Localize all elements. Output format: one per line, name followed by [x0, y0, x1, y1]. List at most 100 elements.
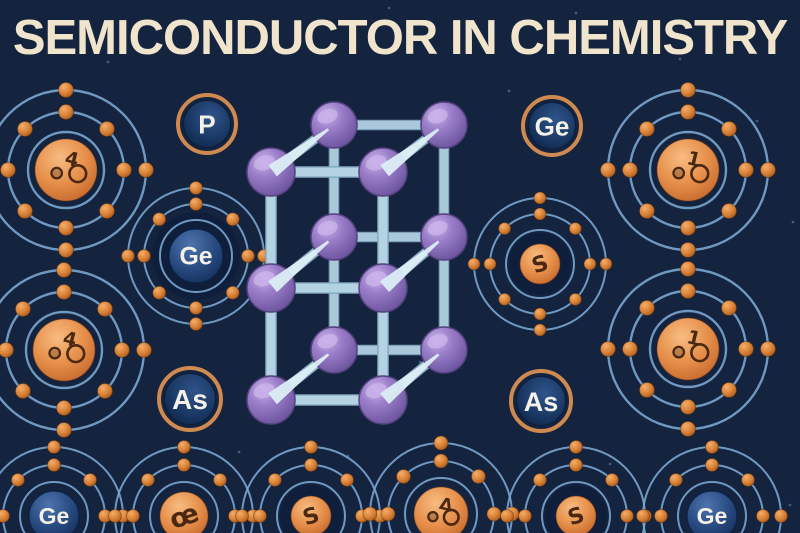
- electron-dot: [620, 509, 634, 523]
- background-stars: [106, 6, 795, 507]
- electron-dot: [500, 509, 514, 523]
- sphere-highlight: [427, 108, 448, 124]
- badge-ge: Ge: [521, 95, 583, 157]
- electron-dot: [58, 104, 74, 120]
- electron-orbit-ring: [159, 219, 233, 293]
- nucleus-element-label: Ge: [179, 244, 212, 271]
- electron-dot: [533, 323, 547, 337]
- atom-dopant-s-mid-right: S: [467, 191, 613, 337]
- electron-dot: [638, 120, 655, 137]
- electron-dot: [756, 509, 770, 523]
- electron-dot: [116, 162, 132, 178]
- electron-dot: [705, 458, 719, 472]
- electron-orbit-ring: [276, 481, 346, 533]
- electron-dot: [114, 342, 130, 358]
- lattice-atom-sphere: [310, 326, 358, 374]
- electron-dot: [47, 458, 61, 472]
- nucleus-doodle-small-circle: [50, 166, 64, 180]
- electron-dot: [58, 82, 74, 98]
- electron-dot: [605, 472, 620, 487]
- electron-dot: [253, 509, 267, 523]
- electron-dot: [568, 292, 582, 306]
- electron-dot: [267, 472, 282, 487]
- electron-orbit-ring: [541, 481, 611, 533]
- electron-dot: [760, 341, 776, 357]
- electron-dot: [56, 284, 72, 300]
- badge-as-right: As: [509, 369, 573, 433]
- lattice-bond-highlight: [380, 128, 440, 177]
- atom-dopant-oe-bottom-2: œ: [108, 440, 260, 533]
- lattice-bond-highlight: [268, 240, 330, 293]
- nucleus-orange: [32, 318, 96, 382]
- electron-orbit-ring: [149, 481, 219, 533]
- electron-dot: [569, 458, 583, 472]
- electron-dot: [10, 472, 25, 487]
- sphere-highlight: [427, 220, 448, 236]
- electron-dot: [600, 162, 616, 178]
- nucleus-navy: [168, 228, 224, 284]
- nucleus-doodle-squiggle: S: [529, 251, 552, 280]
- nucleus-element-label: Ge: [697, 503, 728, 529]
- electron-dot: [498, 222, 512, 236]
- electron-dot: [622, 341, 638, 357]
- electron-dot: [189, 197, 203, 211]
- electron-dot: [138, 162, 154, 178]
- electron-dot: [235, 509, 249, 523]
- nucleus-navy: [686, 490, 738, 533]
- electron-dot: [680, 399, 696, 415]
- electron-dot: [99, 120, 116, 137]
- nucleus-doodle-big-circle: [68, 164, 88, 184]
- badge-label: As: [172, 384, 208, 415]
- nucleus-doodle-small-circle: [48, 346, 62, 360]
- electron-dot: [568, 222, 582, 236]
- electron-orbit-ring: [404, 477, 478, 533]
- electron-dot: [680, 104, 696, 120]
- electron-dot: [721, 203, 738, 220]
- electron-dot: [340, 472, 355, 487]
- electron-dot: [721, 382, 738, 399]
- atom-ge-mid-left: Ge: [121, 181, 271, 331]
- electron-dot: [583, 257, 597, 271]
- electron-dot: [56, 400, 72, 416]
- electron-dot: [152, 285, 167, 300]
- nucleus-orange: [290, 495, 332, 533]
- nucleus-orange: [656, 138, 720, 202]
- electron-dot: [0, 509, 10, 523]
- electron-dot: [58, 220, 74, 236]
- electron-dot: [470, 469, 486, 485]
- lattice-bond-highlight: [268, 128, 330, 177]
- electron-dot: [97, 300, 114, 317]
- lattice-atom-sphere: [310, 101, 358, 149]
- atom-dopant-1-mid-right: 1: [600, 261, 776, 437]
- electron-dot: [152, 212, 167, 227]
- electron-orbit-ring: [677, 481, 747, 533]
- nucleus-orange: [656, 317, 720, 381]
- electron-dot: [467, 257, 481, 271]
- crystal-lattice: [246, 101, 468, 425]
- electron-dot: [638, 203, 655, 220]
- electron-dot: [774, 509, 788, 523]
- atom-ge-bottom-6: Ge: [636, 440, 788, 533]
- nucleus-doodle-squiggle: S: [565, 503, 588, 532]
- electron-dot: [396, 469, 412, 485]
- electron-dot: [108, 509, 122, 523]
- electron-dot: [83, 472, 98, 487]
- electron-dot: [304, 440, 318, 454]
- nucleus-orange: [519, 243, 561, 285]
- sphere-highlight: [317, 333, 338, 349]
- nucleus-doodle-small-circle: [672, 345, 686, 359]
- electron-orbit-ring: [505, 229, 575, 299]
- electron-dot: [760, 162, 776, 178]
- nucleus-orange: [34, 138, 98, 202]
- electron-dot: [225, 212, 240, 227]
- badge-as-left: As: [157, 366, 223, 432]
- electron-orbit-ring: [648, 309, 728, 389]
- electron-dot: [680, 220, 696, 236]
- electron-dot: [680, 261, 696, 277]
- electron-dot: [99, 203, 116, 220]
- electron-dot: [600, 341, 616, 357]
- electron-dot: [638, 299, 655, 316]
- nucleus-doodle-squiggle: S: [300, 503, 323, 532]
- atom-dopant-4-bottom-4: Δ: [362, 435, 520, 533]
- electron-dot: [213, 472, 228, 487]
